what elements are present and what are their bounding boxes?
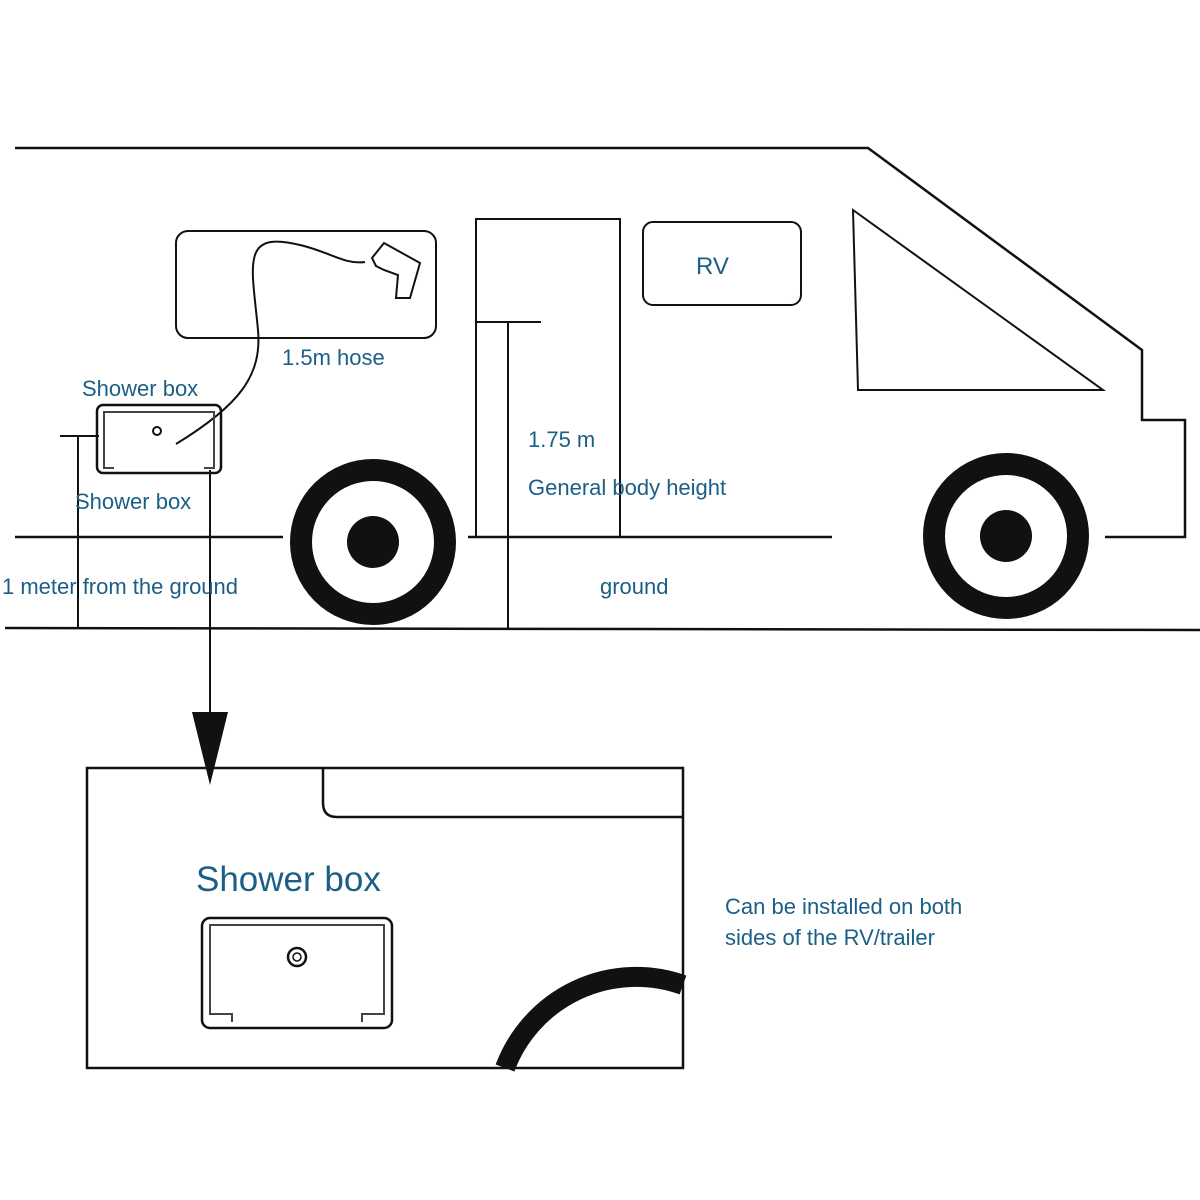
windshield (851, 208, 1107, 391)
detail-title: Shower box (196, 860, 381, 899)
shower-box-small-inner (103, 411, 215, 469)
shower-box-large-inner (209, 924, 385, 1022)
shower-box-small-lock-icon (152, 426, 162, 436)
side-window (175, 230, 437, 339)
shower-box-large-lock-icon (286, 946, 308, 968)
shower-box-top-label: Shower box (82, 376, 198, 401)
shower-head-icon (370, 241, 422, 299)
shower-box-large (200, 916, 394, 1030)
body-height-value: 1.75 m (528, 427, 595, 452)
detail-arrow-head-icon (192, 712, 228, 785)
shower-box-large-lock-core (292, 952, 302, 962)
rv-label: RV (696, 253, 729, 280)
rv-door (475, 218, 621, 537)
hose-label: 1.5m hose (282, 345, 385, 370)
install-note-line2: sides of the RV/trailer (725, 925, 935, 950)
ground-line (4, 626, 1200, 632)
rv-body-outline (15, 146, 1187, 539)
shower-hose (175, 240, 366, 445)
front-wheel (923, 453, 1089, 619)
detail-panel (85, 766, 685, 1070)
shower-box-small (95, 403, 223, 475)
front-wheel-hub (980, 510, 1032, 562)
rv-label-window (642, 221, 802, 306)
shower-box-under-label: Shower box (75, 489, 191, 514)
rear-wheel-hub (347, 516, 399, 568)
ground-distance-label: 1 meter from the ground (2, 574, 238, 599)
detail-window-corner (321, 768, 683, 819)
rear-wheel (290, 459, 456, 625)
detail-wheel-arc (495, 966, 687, 1072)
ground-label: ground (600, 574, 669, 599)
install-note-line1: Can be installed on both (725, 894, 962, 919)
body-height-text: General body height (528, 475, 726, 500)
